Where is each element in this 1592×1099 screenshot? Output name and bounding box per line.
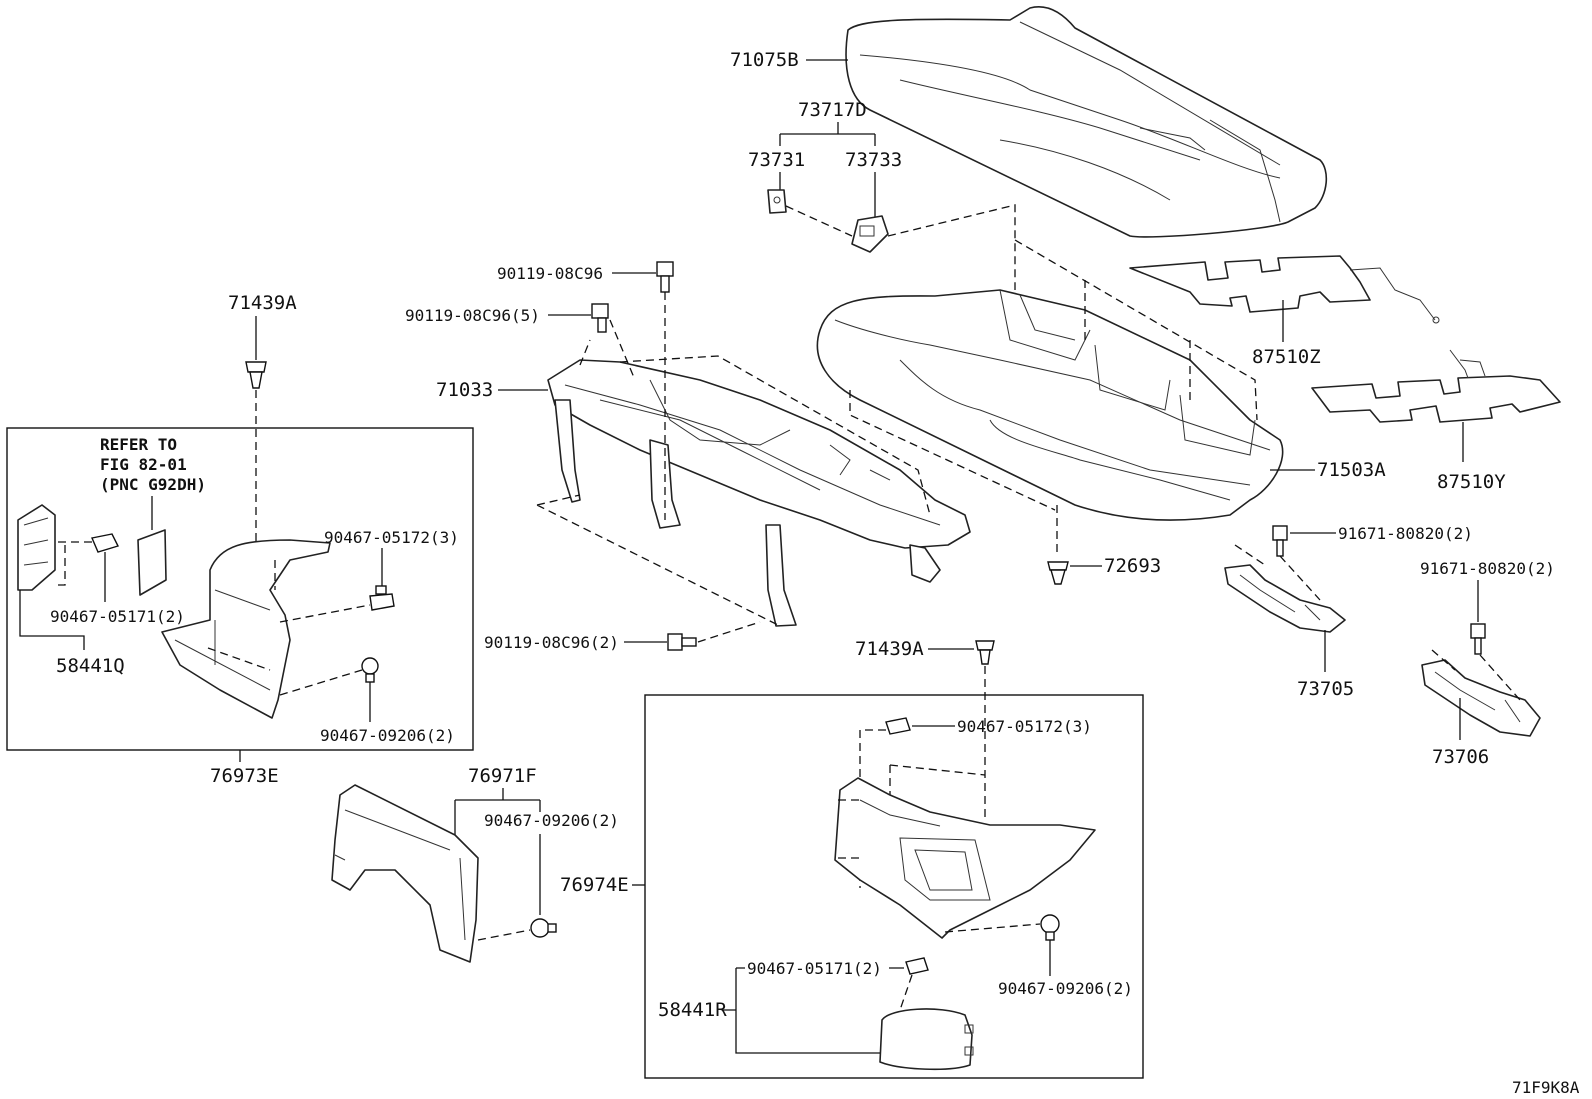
right-clip-a-part — [885, 717, 911, 735]
figure-code: 71F9K8A — [1512, 1078, 1580, 1097]
clip-b-left-label: 90467-05171(2) — [50, 607, 185, 626]
clip-b-right-label: 90467-05171(2) — [747, 959, 882, 978]
trim-center-label: 76971F — [468, 765, 537, 787]
left-trim-part — [161, 539, 331, 719]
reference-note-line3: (PNC G92DH) — [100, 475, 206, 494]
hinge-2-part — [1421, 659, 1541, 737]
heater-lower-part — [1311, 349, 1561, 423]
right-trim-part — [834, 777, 1096, 939]
bolt-two-part — [667, 633, 697, 651]
clip-c-right-label: 90467-09206(2) — [998, 979, 1133, 998]
right-clip-b-part — [905, 957, 929, 975]
heater-upper-label: 87510Z — [1252, 346, 1321, 368]
bolt-five-label: 90119-08C96(5) — [405, 306, 540, 325]
bolt-top-part — [656, 261, 674, 293]
clip-a-left-label: 90467-05172(3) — [324, 528, 459, 547]
clip-upper-left-part — [245, 361, 267, 389]
hinge-1-part — [1224, 564, 1346, 633]
cushion-cover-label: 71075B — [730, 49, 799, 71]
cover-left-leader — [19, 590, 85, 650]
clip-lower-center-part — [975, 640, 995, 665]
anchor-left-label: 73731 — [748, 149, 805, 171]
right-clip-b-dash — [899, 974, 913, 1011]
hinge-2-dash — [1431, 649, 1521, 701]
pad-dash-top — [1014, 239, 1258, 421]
hinge-1-label: 73705 — [1297, 678, 1354, 700]
clip-c-left-label: 90467-09206(2) — [320, 726, 455, 745]
reference-note-line1: REFER TO — [100, 435, 177, 454]
right-clip-c-dash — [944, 923, 1041, 933]
fastener-part — [1047, 561, 1069, 585]
left-cover-dash — [58, 541, 92, 586]
cover-left-label: 58441Q — [56, 655, 125, 677]
clip-lower-center-label: 71439A — [855, 638, 924, 660]
pad-label: 71503A — [1317, 459, 1386, 481]
left-clip-a-part — [369, 585, 395, 611]
right-clip-c-part — [1040, 914, 1060, 941]
reference-note-line2: FIG 82-01 — [100, 455, 187, 474]
hinge-1-dash — [1234, 544, 1321, 601]
center-trim-part — [331, 784, 479, 963]
frame-label: 71033 — [436, 379, 493, 401]
pad-dash-left — [849, 390, 1056, 511]
clip-a-right-label: 90467-05172(3) — [957, 717, 1092, 736]
trim-left-assy-label: 76973E — [210, 765, 279, 787]
left-trim-dash — [207, 560, 371, 671]
anchor-set-bracket — [779, 122, 876, 146]
pad-dash-inner — [1084, 280, 1191, 400]
hinge-2-label: 73706 — [1432, 746, 1489, 768]
anchor-dash-1 — [785, 205, 853, 237]
left-cover-plate-part — [137, 529, 167, 596]
hinge-bolt-2-label: 91671-80820(2) — [1420, 559, 1555, 578]
hinge-bolt-2-part — [1470, 623, 1486, 655]
bolt-top-label: 90119-08C96 — [497, 264, 603, 283]
hinge-bolt-1-part — [1272, 525, 1288, 557]
fastener-label: 72693 — [1104, 555, 1161, 577]
cover-right-leader — [722, 968, 880, 1054]
clip-upper-left-label: 71439A — [228, 292, 297, 314]
trim-center-bracket — [454, 788, 541, 838]
left-clip-b-part — [91, 533, 119, 553]
left-clip-c-part — [361, 657, 379, 683]
frame-dash-top — [579, 319, 931, 516]
cushion-pad-part — [816, 289, 1284, 521]
trim-right-assy-label: 76974E — [560, 874, 629, 896]
bolt-five-part — [591, 303, 609, 333]
right-trim-dash — [838, 764, 986, 859]
anchor-left-part — [767, 189, 787, 214]
anchor-right-label: 73733 — [845, 149, 902, 171]
right-cover-part — [879, 1008, 974, 1071]
bolt-two-label: 90119-08C96(2) — [484, 633, 619, 652]
heater-lower-label: 87510Y — [1437, 471, 1506, 493]
frame-dash-bottom — [536, 494, 779, 626]
right-trim-group-box — [644, 694, 1144, 1079]
center-clip-c-part — [530, 918, 557, 938]
anchor-right-part — [851, 215, 889, 253]
center-clip-dash — [477, 929, 531, 941]
bolt-two-dash — [697, 621, 761, 643]
clip-c-center-label: 90467-09206(2) — [484, 811, 619, 830]
left-cover-panel-part — [17, 504, 56, 591]
hinge-bolt-1-label: 91671-80820(2) — [1338, 524, 1473, 543]
cover-right-label: 58441R — [658, 999, 727, 1021]
left-clip-c-dash — [279, 669, 363, 696]
seat-frame-part — [547, 359, 971, 627]
seat-cushion-cover — [845, 6, 1328, 238]
anchor-dash-2 — [887, 204, 1016, 290]
anchor-set-label: 73717D — [798, 99, 867, 121]
heater-upper-part — [1129, 255, 1440, 324]
